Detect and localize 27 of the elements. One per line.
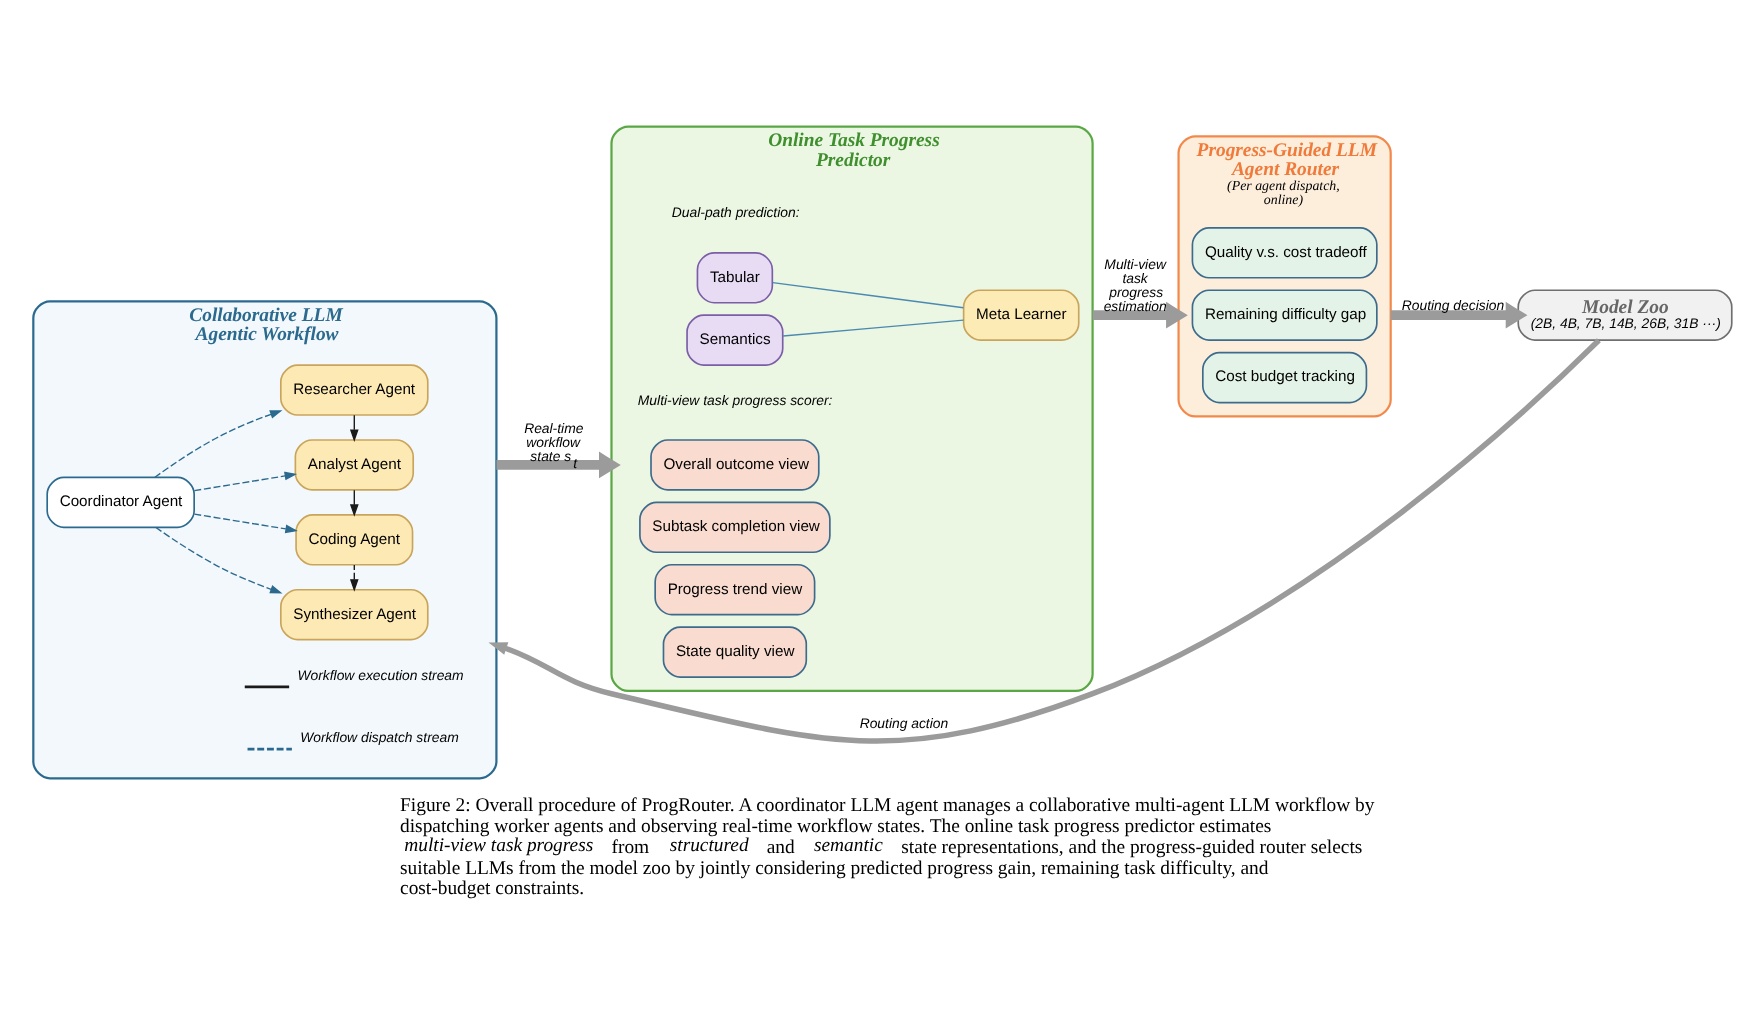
arrow (1092, 300, 1188, 328)
connector (772, 280, 965, 308)
node-box: Coordinator Agent (46, 475, 195, 528)
node-box: Analyst Agent (294, 438, 415, 490)
node-box: State quality view (662, 625, 808, 677)
arrow (1390, 300, 1528, 328)
arrow (193, 512, 298, 533)
arrow (154, 409, 283, 477)
arrow (349, 563, 359, 591)
caption: Figure 2: Overall procedure of ProgRouter. A coordinator LLM agent manages a collaborative multi-agent LLM workflow by dispatching worker agents and observing real-time workflow states. The online task progress predictor estimates multi-view task progress from structured and semantic state representations, and the progress-guided router selects suitable LLMs from the model zoo by jointly considering predicted progress gain, remaining task difficulty, and cost-budget constraints. (400, 794, 1375, 900)
node-box: Meta Learner (962, 288, 1080, 340)
node-box: Researcher Agent (280, 363, 429, 415)
node-box: Coding Agent (295, 513, 414, 565)
arrow (496, 450, 621, 478)
node-box: Overall outcome view (650, 438, 820, 490)
node-box: Synthesizer Agent (280, 587, 429, 640)
arrow (488, 337, 1601, 743)
arrow (155, 525, 283, 593)
node-box: Semantics (686, 313, 784, 365)
node-box: Subtask completion view (639, 500, 831, 553)
node-box: Quality v.s. cost tradeoff (1191, 226, 1378, 278)
node-box: Cost budget tracking (1202, 350, 1368, 403)
arrow (193, 470, 298, 491)
node-box: Progress trend view (654, 562, 816, 615)
node-box: Remaining difficulty gap (1191, 288, 1378, 340)
connector (782, 318, 965, 336)
node-box: Tabular (696, 251, 774, 303)
